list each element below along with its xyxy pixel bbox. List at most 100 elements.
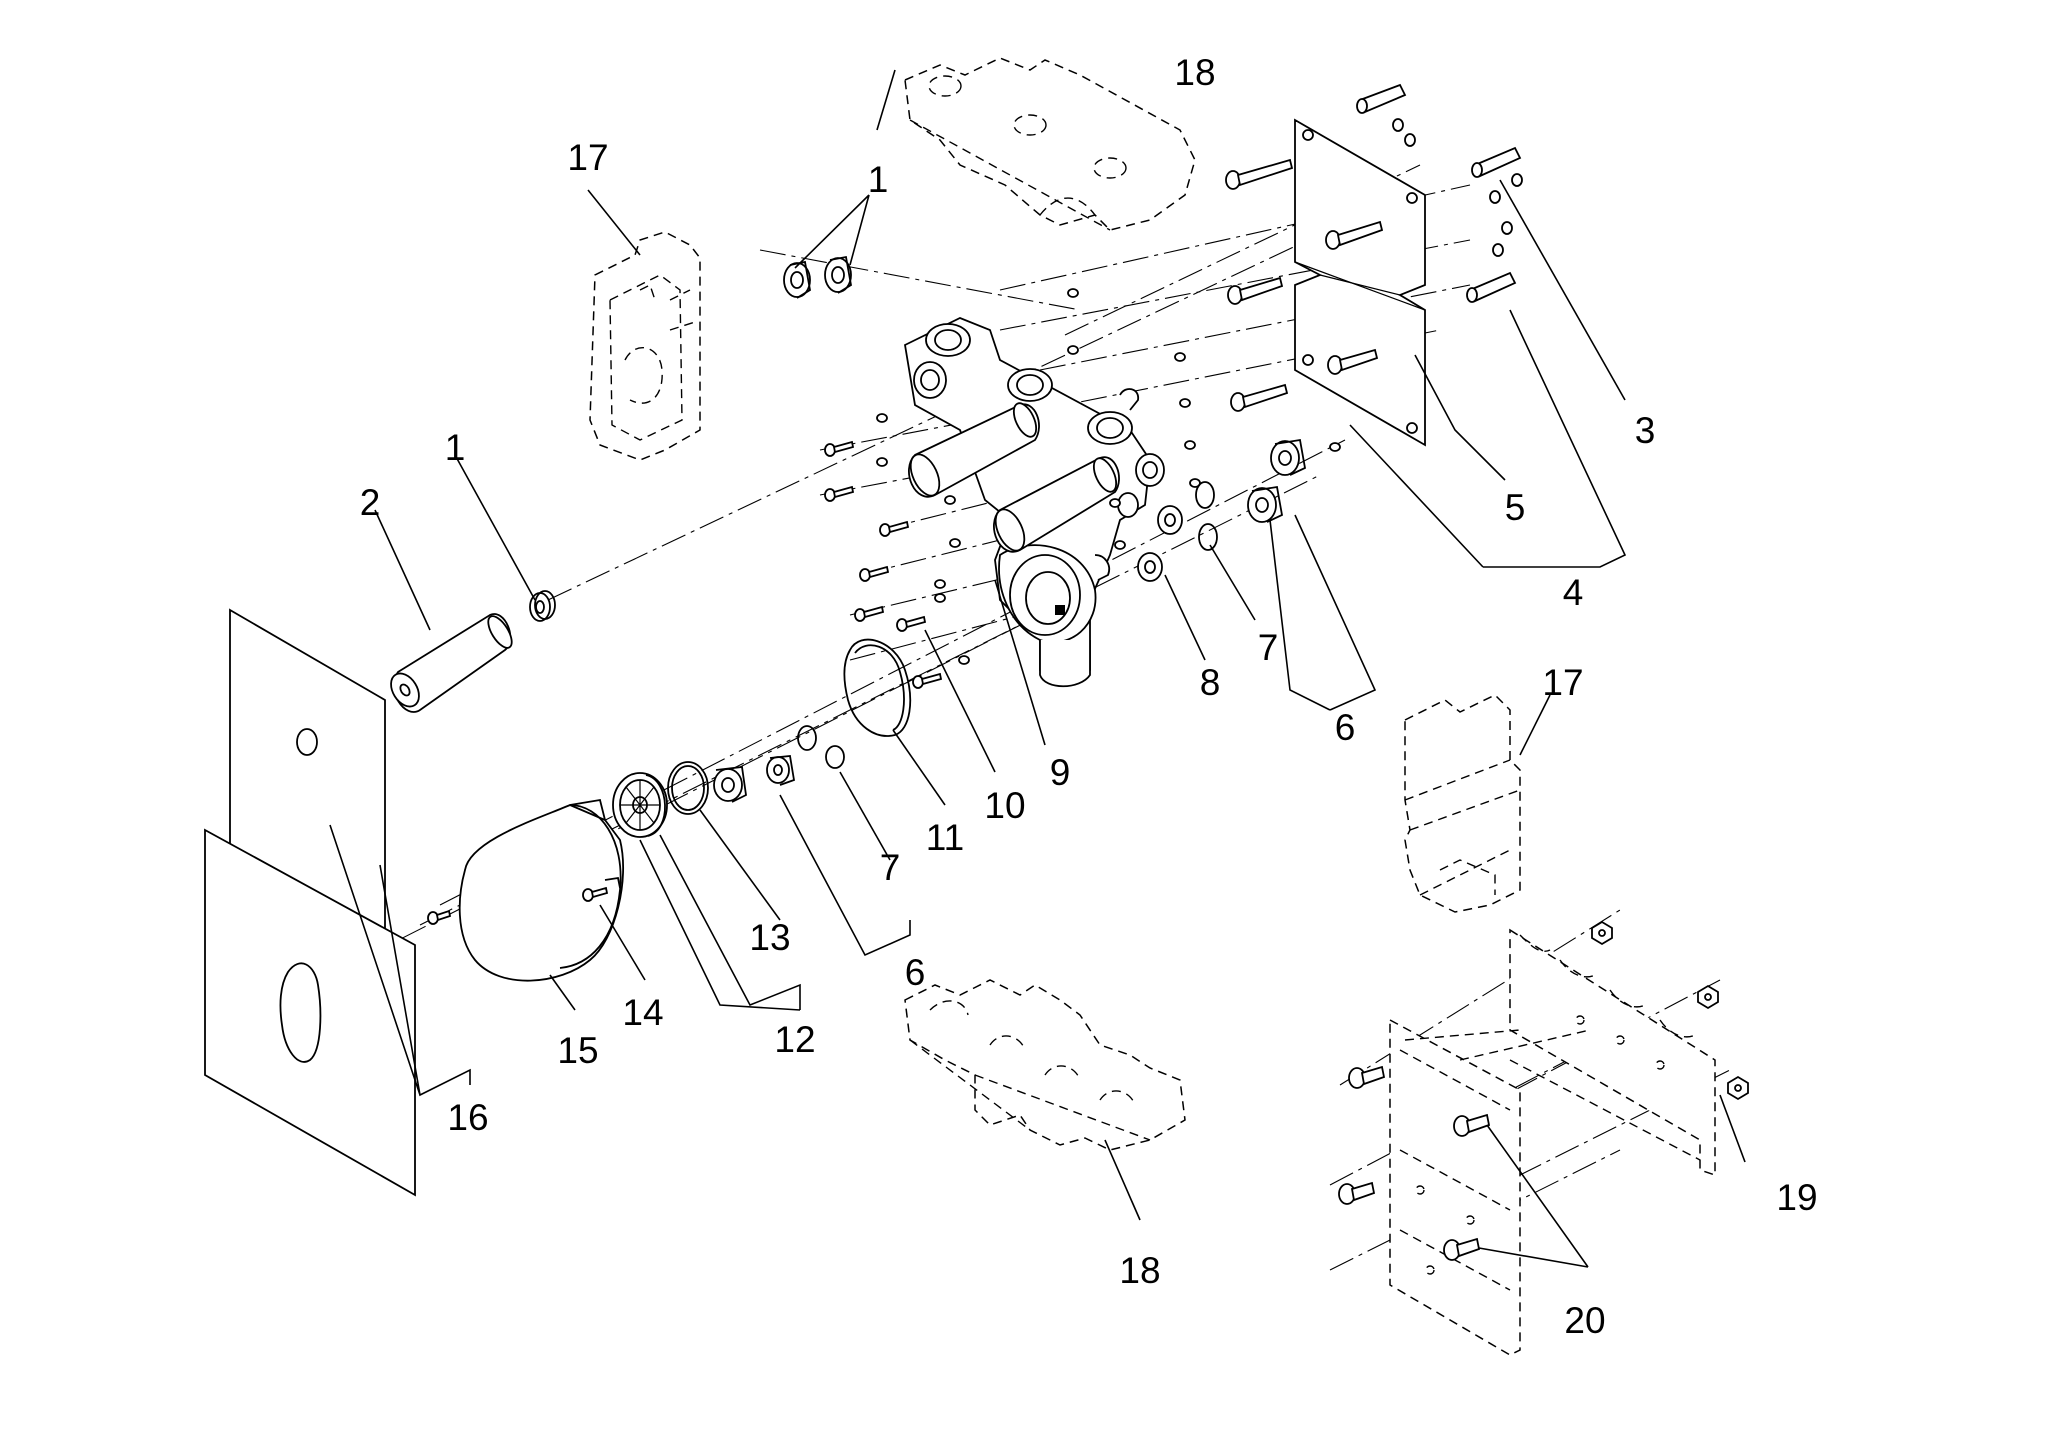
screw xyxy=(859,565,890,582)
insulation-block-right xyxy=(1404,694,1521,913)
washer xyxy=(1511,173,1523,187)
wall-plug xyxy=(1466,271,1517,303)
cartridges-lower xyxy=(667,725,845,815)
bracket-nuts xyxy=(1591,920,1749,1101)
callout-17: 17 xyxy=(1542,662,1583,703)
screw xyxy=(824,440,855,457)
washer xyxy=(1067,345,1079,355)
callout-12: 12 xyxy=(774,1019,815,1060)
callout-7: 7 xyxy=(1258,627,1279,668)
plug-top-b xyxy=(824,255,852,294)
screw xyxy=(1325,220,1384,250)
screw xyxy=(1230,383,1289,412)
cartridge xyxy=(766,755,796,786)
wall-plug xyxy=(1471,146,1522,178)
screw xyxy=(854,605,885,622)
screw xyxy=(1227,276,1284,305)
cover-cap xyxy=(458,798,624,982)
callout-3: 3 xyxy=(1635,410,1656,451)
seal-ring xyxy=(1198,523,1218,551)
washer xyxy=(1109,498,1121,508)
callout-1: 1 xyxy=(868,159,889,200)
bracket-bolts xyxy=(1338,1065,1491,1261)
washer xyxy=(1114,540,1126,550)
screw xyxy=(896,615,927,632)
callout-11: 11 xyxy=(926,817,964,858)
screw xyxy=(1225,158,1294,190)
cartridge xyxy=(1247,485,1284,523)
bracket-frame-rear xyxy=(1509,928,1716,1177)
callout-8: 8 xyxy=(1200,662,1221,703)
washer xyxy=(876,457,888,467)
callout-18: 18 xyxy=(1174,52,1215,93)
bolt xyxy=(1443,1237,1481,1261)
washer xyxy=(944,495,956,505)
cartridge-small xyxy=(1157,505,1183,535)
screw xyxy=(1327,348,1379,375)
callout-15: 15 xyxy=(557,1030,598,1071)
cartridge-small xyxy=(1137,552,1163,582)
wall-plugs xyxy=(1356,83,1523,303)
cartridges-upper xyxy=(1137,438,1307,582)
bracket-frame-front xyxy=(1389,1018,1591,1356)
washer xyxy=(1067,288,1079,298)
callout-6: 6 xyxy=(1335,707,1356,748)
cartridge xyxy=(713,766,747,803)
nut xyxy=(1727,1075,1749,1101)
callout-20: 20 xyxy=(1564,1300,1605,1341)
washer xyxy=(934,593,946,603)
callout-4: 4 xyxy=(1563,572,1584,613)
wall-plug xyxy=(1356,83,1407,114)
plate-screws xyxy=(1225,158,1384,412)
callout-17: 17 xyxy=(567,137,608,178)
cover-screw-left xyxy=(427,909,452,925)
callout-14: 14 xyxy=(622,992,663,1033)
nut xyxy=(1591,920,1613,946)
screw xyxy=(912,672,943,689)
washer xyxy=(1501,221,1513,235)
washer xyxy=(1179,398,1191,408)
washer xyxy=(1404,133,1416,147)
callout-7: 7 xyxy=(880,847,901,888)
washer xyxy=(958,655,970,665)
callout-18: 18 xyxy=(1119,1250,1160,1291)
washer xyxy=(1174,352,1186,362)
seal-ring xyxy=(797,725,817,751)
pipe-lower xyxy=(993,456,1120,553)
screw xyxy=(824,485,855,502)
plug-top-a xyxy=(783,260,811,299)
callout-16: 16 xyxy=(447,1097,488,1138)
spindle-knob xyxy=(612,772,668,838)
callout-5: 5 xyxy=(1505,487,1526,528)
cover-screw xyxy=(582,876,621,902)
callout-19: 19 xyxy=(1776,1177,1817,1218)
washer xyxy=(949,538,961,548)
nut xyxy=(1697,984,1719,1010)
bolt xyxy=(1453,1113,1491,1137)
washer xyxy=(876,413,888,423)
insulation-block-bottom xyxy=(904,979,1186,1151)
insulation-block-upper xyxy=(589,231,701,461)
washer xyxy=(934,579,946,589)
callout-10: 10 xyxy=(984,785,1025,826)
washer xyxy=(1184,440,1196,450)
plug-left xyxy=(529,590,556,622)
small-fasteners xyxy=(824,288,1341,689)
callout-1: 1 xyxy=(445,427,466,468)
callout-13: 13 xyxy=(749,917,790,958)
washer xyxy=(1489,190,1501,204)
cartridge xyxy=(1270,438,1307,476)
mounting-plate xyxy=(1294,118,1426,447)
callout-labels: 1 1 2 3 4 5 6 6 7 7 8 9 10 11 12 13 14 1… xyxy=(360,52,1818,1341)
callout-9: 9 xyxy=(1050,752,1071,793)
bolt xyxy=(1348,1065,1386,1089)
bolt xyxy=(1338,1181,1376,1205)
screw xyxy=(879,520,910,537)
washer xyxy=(1392,118,1404,132)
leader-lines xyxy=(329,69,1746,1268)
pipe-upper xyxy=(908,402,1040,498)
seal-ring xyxy=(825,745,845,769)
callout-2: 2 xyxy=(360,482,381,523)
washer xyxy=(1492,243,1504,257)
